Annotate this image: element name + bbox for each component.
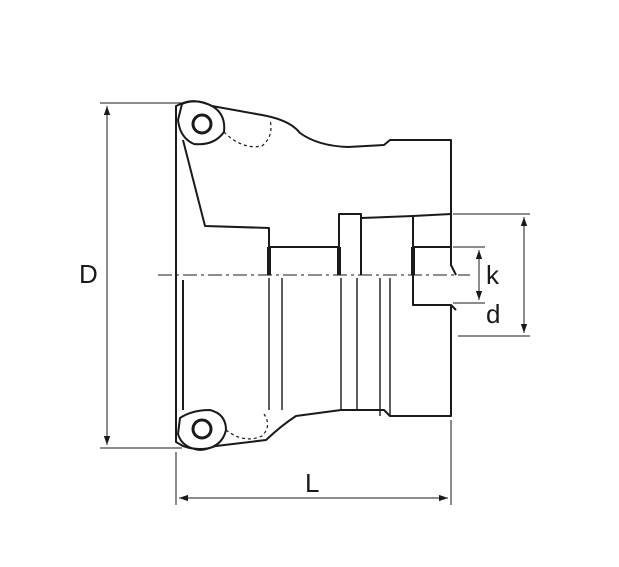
dimension-d [453, 213, 530, 337]
lower-insert [176, 408, 269, 452]
diameter-label: D [79, 259, 98, 289]
lower-profile [175, 275, 452, 450]
dimension-k [453, 246, 485, 304]
length-label: L [305, 468, 319, 498]
dimension-L [175, 420, 452, 505]
lower-bore [182, 280, 457, 410]
keyway-slot [412, 246, 451, 306]
dimension-D [100, 102, 182, 449]
upper-insert-screw-icon [191, 113, 213, 135]
keyway-label: k [486, 260, 500, 290]
lower-insert-screw-icon [191, 418, 213, 440]
inner-recess [182, 139, 414, 248]
upper-insert [176, 100, 272, 148]
bore-label: d [486, 299, 500, 329]
